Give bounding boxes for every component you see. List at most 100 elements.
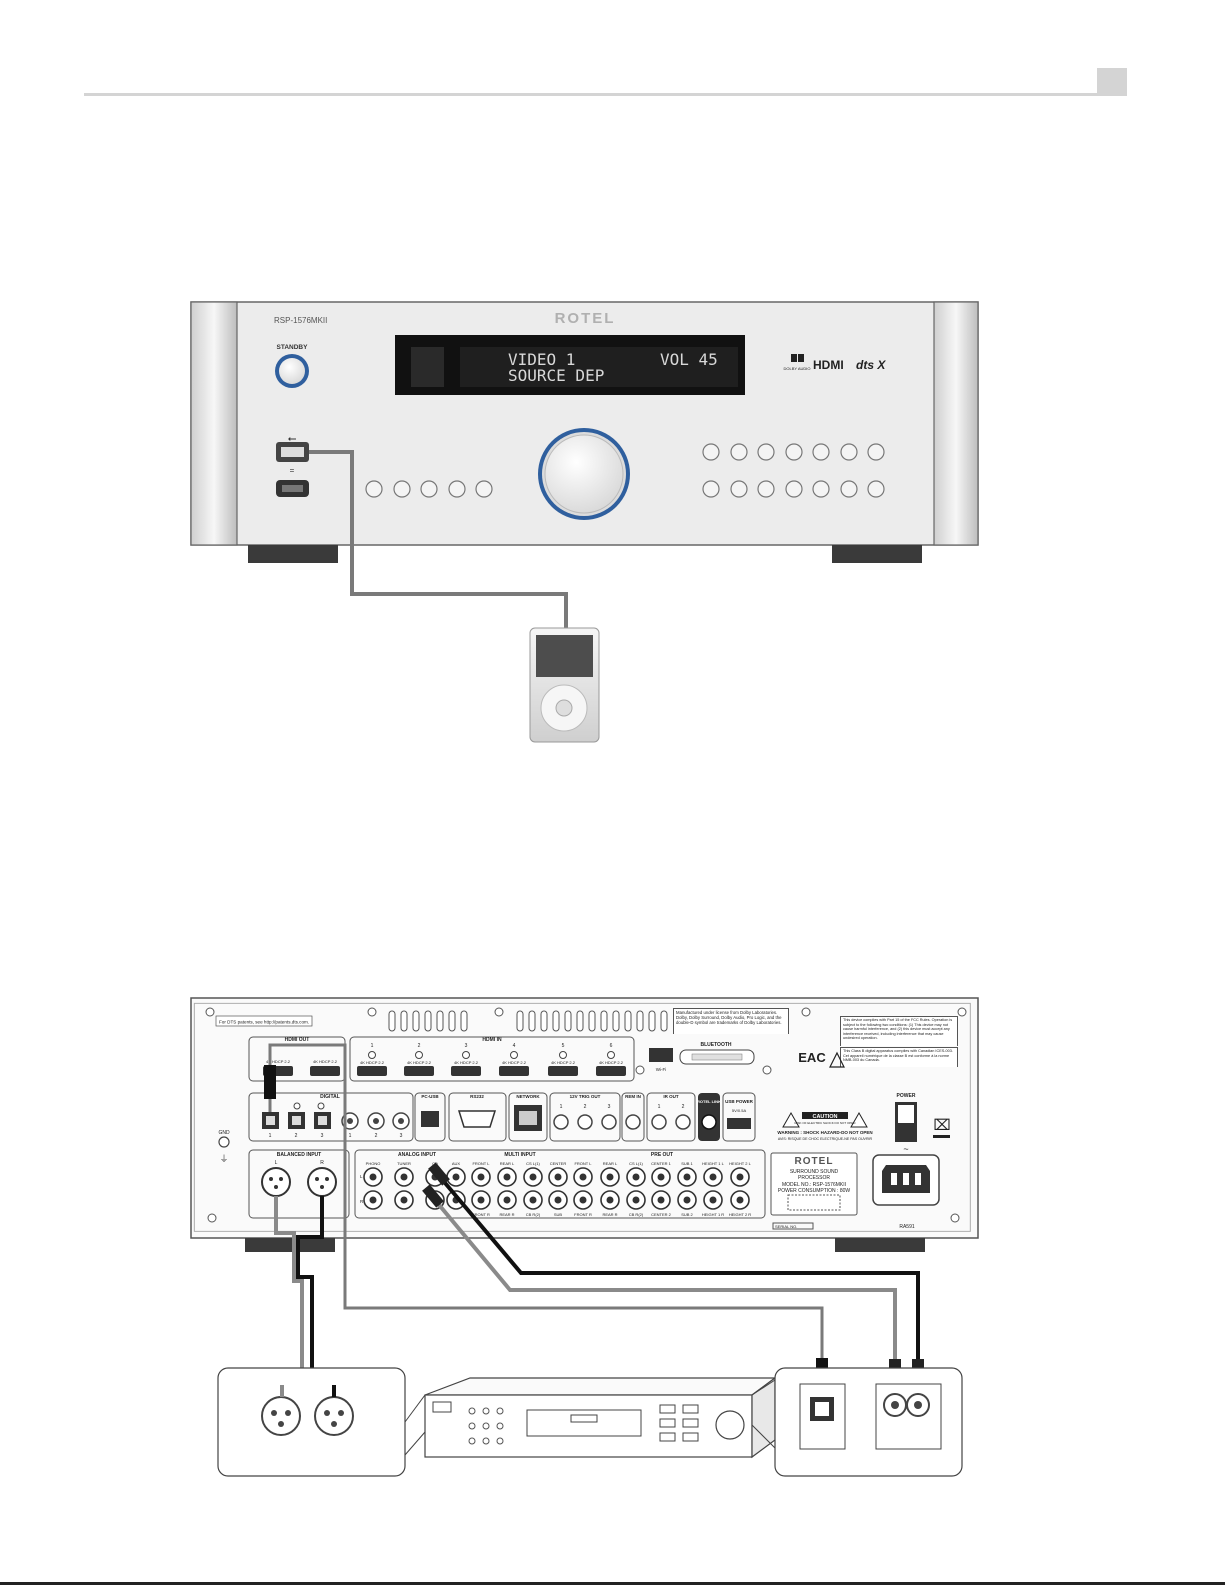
front-button[interactable] <box>702 443 720 461</box>
vent-slots <box>388 1010 668 1032</box>
hdmi-in-port[interactable] <box>548 1066 578 1076</box>
plate-line2: PROCESSOR <box>798 1175 830 1181</box>
svg-text:1: 1 <box>560 1104 563 1110</box>
svg-text:2: 2 <box>682 1104 685 1110</box>
rca-jack-label: CS L(1) <box>526 1161 540 1166</box>
trigger-out-2[interactable] <box>577 1114 593 1130</box>
wifi-antenna-port[interactable] <box>649 1048 673 1062</box>
front-button[interactable] <box>840 443 858 461</box>
plate-line1: SURROUND SOUND <box>790 1169 839 1175</box>
rca-jack-pin <box>503 1196 511 1204</box>
right-side-trim <box>933 301 979 546</box>
xlr-inputs: L R <box>261 1160 337 1197</box>
front-button[interactable] <box>393 480 411 498</box>
svg-text:4K HDCP 2.2: 4K HDCP 2.2 <box>266 1059 291 1064</box>
front-button[interactable] <box>757 480 775 498</box>
rca-jack-label: CB R(2) <box>629 1212 644 1217</box>
front-button[interactable] <box>867 480 885 498</box>
cd-player <box>404 1376 777 1459</box>
front-button[interactable] <box>867 443 885 461</box>
front-button[interactable] <box>840 480 858 498</box>
pc-usb-port[interactable] <box>421 1111 439 1127</box>
rca-jack-label: SUB 1 <box>681 1161 693 1166</box>
footer-rule <box>0 1582 1225 1585</box>
hdmi-in-port[interactable] <box>596 1066 626 1076</box>
rem-in-jack[interactable] <box>625 1114 641 1130</box>
rca-jack-pin <box>554 1196 562 1204</box>
rca-jack-pin <box>736 1196 744 1204</box>
digital-inputs: 1 2 3 1 2 3 <box>262 1102 410 1139</box>
rca-jack-pin <box>709 1173 717 1181</box>
front-button[interactable] <box>785 480 803 498</box>
rca-jack-pin <box>529 1173 537 1181</box>
svg-text:4K HDCP 2.2: 4K HDCP 2.2 <box>454 1060 479 1065</box>
hdmi-in-ports: 1 2 3 4 5 6 4K HDCP 2.2 4K HDCP 2.2 4K H… <box>357 1043 626 1076</box>
trigger-out-1[interactable] <box>553 1114 569 1130</box>
front-button[interactable] <box>420 480 438 498</box>
rca-jack-pin <box>632 1196 640 1204</box>
rs232-port[interactable] <box>457 1110 497 1128</box>
hdmi-in-port[interactable] <box>451 1066 481 1076</box>
front-button[interactable] <box>785 443 803 461</box>
hdmi-out-port-2[interactable] <box>310 1066 340 1076</box>
ipod-center-button[interactable] <box>555 699 573 717</box>
usb-cable <box>309 450 568 628</box>
cd-disc-tray[interactable] <box>526 1409 642 1437</box>
usb-power-label: USB POWER <box>725 1099 754 1104</box>
svg-text:4K HDCP 2.2: 4K HDCP 2.2 <box>313 1059 338 1064</box>
front-button[interactable] <box>757 443 775 461</box>
display-line2: SOURCE DEP <box>508 366 604 385</box>
hdmi-in-port[interactable] <box>357 1066 387 1076</box>
svg-text:4K HDCP 2.2: 4K HDCP 2.2 <box>551 1060 576 1065</box>
rca-jack-label: SUB <box>554 1212 563 1217</box>
optical-plug <box>264 1065 276 1099</box>
rca-jack-label: FRONT R <box>574 1212 592 1217</box>
rca-cable-right <box>433 1198 897 1370</box>
svg-text:R: R <box>360 1199 364 1204</box>
trigger-out-3[interactable] <box>601 1114 617 1130</box>
cd-power-button[interactable] <box>432 1401 452 1413</box>
trig-out-label: 12V TRIG OUT <box>570 1094 601 1099</box>
front-button[interactable] <box>702 480 720 498</box>
svg-text:L: L <box>275 1160 278 1166</box>
rca-jack-label: CENTER 1 <box>651 1161 672 1166</box>
svg-text:2: 2 <box>295 1133 298 1139</box>
source-xlr-out-left[interactable] <box>261 1396 301 1436</box>
front-button[interactable] <box>812 443 830 461</box>
rca-jack-label: HEIGHT 2 L <box>729 1161 751 1166</box>
front-button[interactable] <box>730 480 748 498</box>
svg-text:=: = <box>290 466 295 475</box>
rca-jack-label: FRONT L <box>574 1161 592 1166</box>
rca-jack-pin <box>709 1196 717 1204</box>
front-button[interactable] <box>365 480 383 498</box>
ir-out-1[interactable] <box>651 1114 667 1130</box>
rca-jack-label: FRONT R <box>472 1212 490 1217</box>
ir-out-2[interactable] <box>675 1114 691 1130</box>
rotel-link-jack[interactable] <box>701 1114 717 1130</box>
ipod-screen <box>536 635 593 677</box>
hdmi-in-port[interactable] <box>404 1066 434 1076</box>
ground-terminal[interactable] <box>218 1136 230 1148</box>
ipod-device <box>529 627 600 743</box>
xlr-input-left[interactable] <box>261 1167 291 1197</box>
front-button[interactable] <box>812 480 830 498</box>
cd-volume-knob[interactable] <box>715 1410 745 1440</box>
svg-text:DOLBY AUDIO: DOLBY AUDIO <box>783 366 810 371</box>
front-button[interactable] <box>730 443 748 461</box>
rca-jack-pin <box>400 1173 408 1181</box>
front-button[interactable] <box>475 480 493 498</box>
usb-power-port[interactable] <box>727 1118 751 1129</box>
front-usb-connection-diagram: RSP-1576MKII ROTEL STANDBY VIDEO 1 VOL 4… <box>190 301 979 743</box>
rca-cable-left <box>438 1175 920 1370</box>
front-button[interactable] <box>448 480 466 498</box>
xlr-input-right[interactable] <box>307 1167 337 1197</box>
fcc-notice: This device complies with Part 15 of the… <box>840 1016 958 1046</box>
warning-triangle-icon <box>782 1111 800 1128</box>
source-xlr-out-right[interactable] <box>314 1396 354 1436</box>
network-label: NETWORK <box>516 1094 540 1099</box>
rca-jack-pin <box>683 1173 691 1181</box>
left-side-trim <box>190 301 238 546</box>
header-rule <box>84 93 1097 96</box>
svg-text:4K HDCP 2.2: 4K HDCP 2.2 <box>502 1060 527 1065</box>
hdmi-in-port[interactable] <box>499 1066 529 1076</box>
